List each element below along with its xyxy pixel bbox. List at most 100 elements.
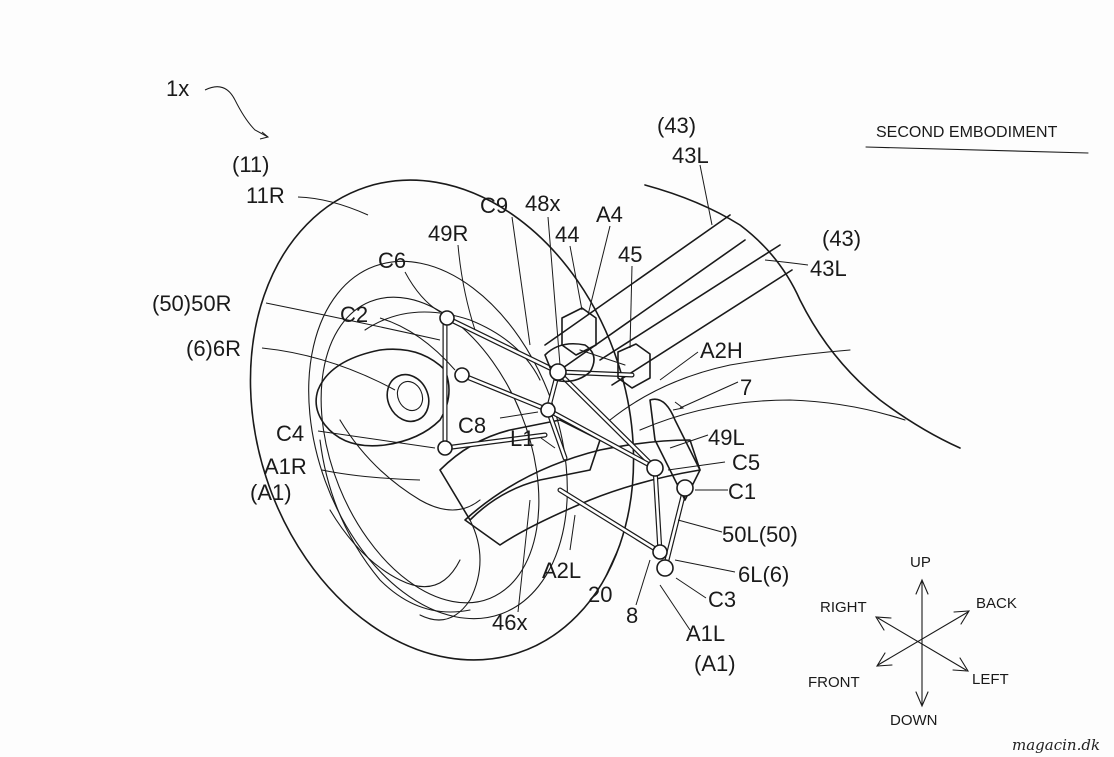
- label-C9: C9: [480, 193, 508, 218]
- label-11R: 11R: [246, 183, 285, 208]
- label-6L: 6L(6): [738, 562, 789, 587]
- joint-C8: [540, 402, 556, 418]
- axis-right-left: [877, 617, 967, 671]
- dir-down: DOWN: [890, 712, 938, 729]
- label-7: 7: [740, 375, 752, 400]
- dir-up: UP: [910, 554, 931, 571]
- rim-edge-2: [419, 519, 481, 621]
- title-text: SECOND EMBODIMENT: [876, 124, 1058, 141]
- arrow-down-icon: [915, 691, 929, 708]
- label-1x: 1x: [166, 76, 189, 101]
- lead-C9: [511, 216, 531, 346]
- label-C4: C4: [276, 421, 304, 446]
- arrow-back-icon: [953, 610, 971, 625]
- watermark: magacin.dk: [1012, 736, 1100, 754]
- steering-linkage: [442, 315, 688, 571]
- dir-left: LEFT: [972, 671, 1009, 688]
- lead-8: [635, 559, 651, 606]
- left-knuckle: [649, 398, 701, 501]
- spoke-lower: [329, 509, 461, 588]
- label-43L-b: 43L: [810, 256, 847, 281]
- dir-right: RIGHT: [820, 599, 867, 616]
- label-49L: 49L: [708, 425, 745, 450]
- lead-L1: [540, 437, 556, 449]
- label-11: (11): [232, 152, 270, 177]
- lead-A4: [587, 225, 611, 316]
- lead-49L: [669, 434, 709, 449]
- label-46x: 46x: [492, 610, 527, 635]
- lead-50R: [265, 302, 441, 341]
- label-C8: C8: [458, 413, 486, 438]
- lead-C4: [317, 430, 436, 449]
- lead-1x: [204, 86, 269, 138]
- label-8: 8: [626, 603, 638, 628]
- lead-6L: [674, 559, 736, 573]
- label-50R: (50)50R: [152, 291, 231, 316]
- label-C6: C6: [378, 248, 406, 273]
- lead-46x: [517, 499, 531, 613]
- lead-45: [629, 265, 633, 349]
- joint-C5: [646, 459, 664, 477]
- label-C2: C2: [340, 302, 368, 327]
- joint-C1: [676, 479, 694, 497]
- lower-arm-plate: [464, 439, 701, 546]
- lead-1x-arrow: [259, 131, 270, 140]
- label-A2L: A2L: [542, 558, 581, 583]
- lead-11R: [297, 196, 369, 216]
- arrow-right-icon: [874, 616, 892, 631]
- frame-tubes: [544, 214, 793, 386]
- lead-43Lb: [764, 259, 809, 266]
- label-44: 44: [555, 222, 579, 247]
- joint-C3: [656, 559, 674, 577]
- body-line-2: [639, 399, 906, 431]
- lead-7: [679, 381, 739, 409]
- dir-front: FRONT: [808, 674, 860, 691]
- rim-edge: [319, 439, 471, 613]
- direction-indicator: UP DOWN RIGHT LEFT BACK FRONT: [808, 554, 1017, 729]
- block-44: [561, 307, 597, 356]
- label-A1L: A1L: [686, 621, 725, 646]
- right-knuckle: [315, 348, 601, 521]
- arrow-front-icon: [875, 652, 893, 667]
- hub-inner: [396, 380, 424, 412]
- spoke-mid: [339, 419, 481, 511]
- label-49R: 49R: [428, 221, 468, 246]
- title-underline: [865, 146, 1089, 154]
- label-L1: L1: [510, 426, 534, 451]
- lead-C6: [404, 271, 441, 313]
- joint-C2: [454, 367, 470, 383]
- arrow-up-icon: [915, 578, 929, 595]
- label-48x: 48x: [525, 191, 560, 216]
- label-43-a: (43): [657, 113, 696, 138]
- joints: [437, 310, 694, 577]
- left-knuckle-plate: [649, 398, 701, 501]
- label-A2H: A2H: [700, 338, 743, 363]
- watermark-text: magacin.dk: [1012, 736, 1100, 754]
- lead-A1R: [321, 469, 421, 481]
- lower-bracket: [439, 419, 601, 521]
- label-20: 20: [588, 582, 612, 607]
- label-6R: (6)6R: [186, 336, 241, 361]
- dir-back: BACK: [976, 595, 1017, 612]
- lead-48x: [547, 216, 561, 366]
- knuckle-body: [315, 348, 450, 447]
- label-43-b: (43): [822, 226, 861, 251]
- joint-50L-lower: [652, 544, 668, 560]
- block-48x: [544, 342, 595, 383]
- body-line-1: [609, 349, 851, 421]
- label-A4: A4: [596, 202, 623, 227]
- lead-A2H: [659, 351, 699, 381]
- label-A1-a: (A1): [250, 480, 292, 505]
- frame-tube-upper-a: [544, 214, 731, 346]
- joint-C9: [549, 363, 567, 381]
- arrow-left-icon: [952, 657, 970, 672]
- label-A1R: A1R: [264, 454, 307, 479]
- frame-tube-lower-b: [611, 269, 793, 386]
- lead-C3: [675, 577, 707, 599]
- vehicle-body: [464, 184, 961, 546]
- lead-6R: [261, 347, 396, 391]
- lead-50L: [677, 519, 723, 533]
- label-A1-b: (A1): [694, 651, 736, 676]
- figure-title: SECOND EMBODIMENT: [865, 124, 1089, 154]
